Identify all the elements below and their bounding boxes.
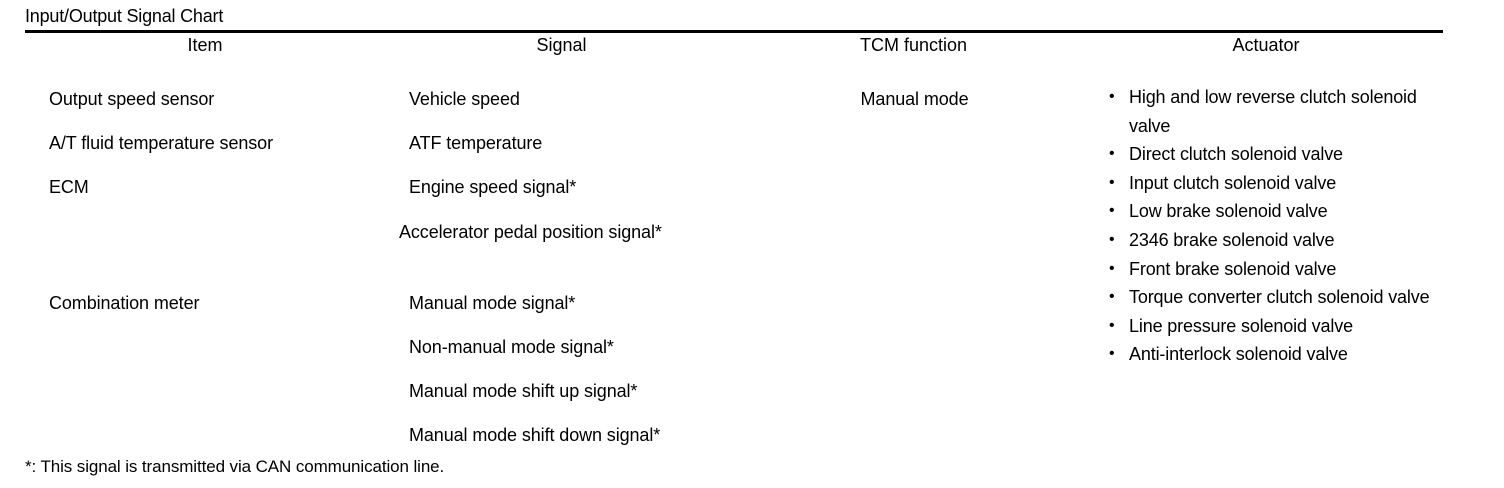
actuator-list-wrapper: • High and low reverse clutch solenoid va… (1089, 77, 1443, 375)
list-item: • Input clutch solenoid valve (1105, 169, 1433, 198)
bullet-icon: • (1109, 145, 1115, 163)
signal-label: Manual mode shift up signal* (409, 381, 638, 401)
input-output-signal-table: Item Signal TCM function Actuator Output… (25, 33, 1443, 457)
column-header-signal: Signal (536, 35, 587, 55)
bullet-icon: • (1109, 316, 1115, 334)
signal-label: Vehicle speed (409, 89, 520, 109)
page-title: Input/Output Signal Chart (25, 6, 224, 26)
bullet-icon: • (1109, 202, 1115, 220)
cell-actuator-list: • High and low reverse clutch solenoid va… (1089, 77, 1443, 457)
table-row: Non-manual mode signal* (25, 325, 1443, 369)
column-header-item: Item (187, 35, 223, 55)
page-title-block: Input/Output Signal Chart (25, 6, 1443, 33)
table-header-row: Item Signal TCM function Actuator (25, 33, 1443, 77)
bullet-icon: • (1109, 345, 1115, 363)
actuator-list: • High and low reverse clutch solenoid va… (1089, 77, 1443, 375)
cell-signal-manual-mode-shift-down: Manual mode shift down signal* (385, 413, 738, 457)
footnote: *: This signal is transmitted via CAN co… (25, 457, 445, 476)
signal-label: Non-manual mode signal* (409, 337, 614, 357)
item-label: Combination meter (49, 293, 200, 313)
table-row: Manual mode shift down signal* (25, 413, 1443, 457)
actuator-label: High and low reverse clutch solenoid val… (1129, 87, 1417, 136)
bullet-icon: • (1109, 288, 1115, 306)
actuator-label: Line pressure solenoid valve (1129, 315, 1353, 336)
list-item: • High and low reverse clutch solenoid va… (1105, 83, 1433, 140)
cell-signal-vehicle-speed: Vehicle speed (385, 77, 738, 121)
cell-signal-manual-mode: Manual mode signal* (385, 281, 738, 325)
title-underline-rule (25, 30, 1443, 33)
actuator-label: Torque converter clutch solenoid valve (1129, 287, 1430, 308)
list-item: • Low brake solenoid valve (1105, 197, 1433, 226)
column-header-actuator: Actuator (1232, 35, 1300, 55)
actuator-label: Low brake solenoid valve (1129, 201, 1328, 222)
cell-item-combination-meter: Combination meter (25, 281, 385, 457)
signal-label: Accelerator pedal position signal* (399, 222, 662, 242)
item-label: Output speed sensor (49, 89, 215, 109)
table-row: Combination meter Manual mode signal* (25, 281, 1443, 325)
table-row: Output speed sensor Vehicle speed Manual… (25, 77, 1443, 364)
cell-signal-accelerator-pedal-position: Accelerator pedal position signal* (385, 209, 738, 281)
bullet-icon: • (1109, 259, 1115, 277)
table-row: Manual mode shift up signal* (25, 369, 1443, 413)
list-item: • Anti-interlock solenoid valve (1105, 340, 1433, 369)
tcm-function-label: Manual mode (860, 89, 969, 109)
cell-signal-engine-speed: Engine speed signal* (385, 165, 738, 209)
actuator-label: Direct clutch solenoid valve (1129, 144, 1343, 165)
signal-label: ATF temperature (409, 133, 543, 153)
signal-label: Engine speed signal* (409, 177, 577, 197)
cell-item-output-speed-sensor: Output speed sensor (25, 77, 385, 121)
item-label: ECM (49, 177, 89, 197)
cell-signal-non-manual-mode: Non-manual mode signal* (385, 325, 738, 369)
actuator-label: Anti-interlock solenoid valve (1129, 344, 1348, 365)
list-item: • Line pressure solenoid valve (1105, 312, 1433, 341)
list-item: • Direct clutch solenoid valve (1105, 140, 1433, 169)
bullet-icon: • (1109, 173, 1115, 191)
item-label: A/T fluid temperature sensor (49, 133, 273, 153)
signal-label: Manual mode shift down signal* (409, 425, 661, 445)
actuator-label: 2346 brake solenoid valve (1129, 229, 1335, 250)
cell-tcm-function-manual-mode: Manual mode (738, 77, 1089, 457)
bullet-icon: • (1109, 230, 1115, 248)
table-row: A/T fluid temperature sensor ATF tempera… (25, 121, 1443, 165)
list-item: • Front brake solenoid valve (1105, 255, 1433, 284)
actuator-label: Input clutch solenoid valve (1129, 172, 1337, 193)
column-header-tcm-function: TCM function (859, 35, 968, 55)
cell-item-at-fluid-temperature-sensor: A/T fluid temperature sensor (25, 121, 385, 165)
actuator-label: Front brake solenoid valve (1129, 258, 1337, 279)
cell-signal-atf-temperature: ATF temperature (385, 121, 738, 165)
list-item: • Torque converter clutch solenoid valve (1105, 283, 1433, 312)
cell-signal-manual-mode-shift-up: Manual mode shift up signal* (385, 369, 738, 413)
bullet-icon: • (1109, 88, 1115, 105)
cell-item-ecm: ECM (25, 165, 385, 281)
table-row: Accelerator pedal position signal* (25, 209, 1443, 281)
list-item: • 2346 brake solenoid valve (1105, 226, 1433, 255)
signal-label: Manual mode signal* (409, 293, 576, 313)
table-row: ECM Engine speed signal* (25, 165, 1443, 209)
